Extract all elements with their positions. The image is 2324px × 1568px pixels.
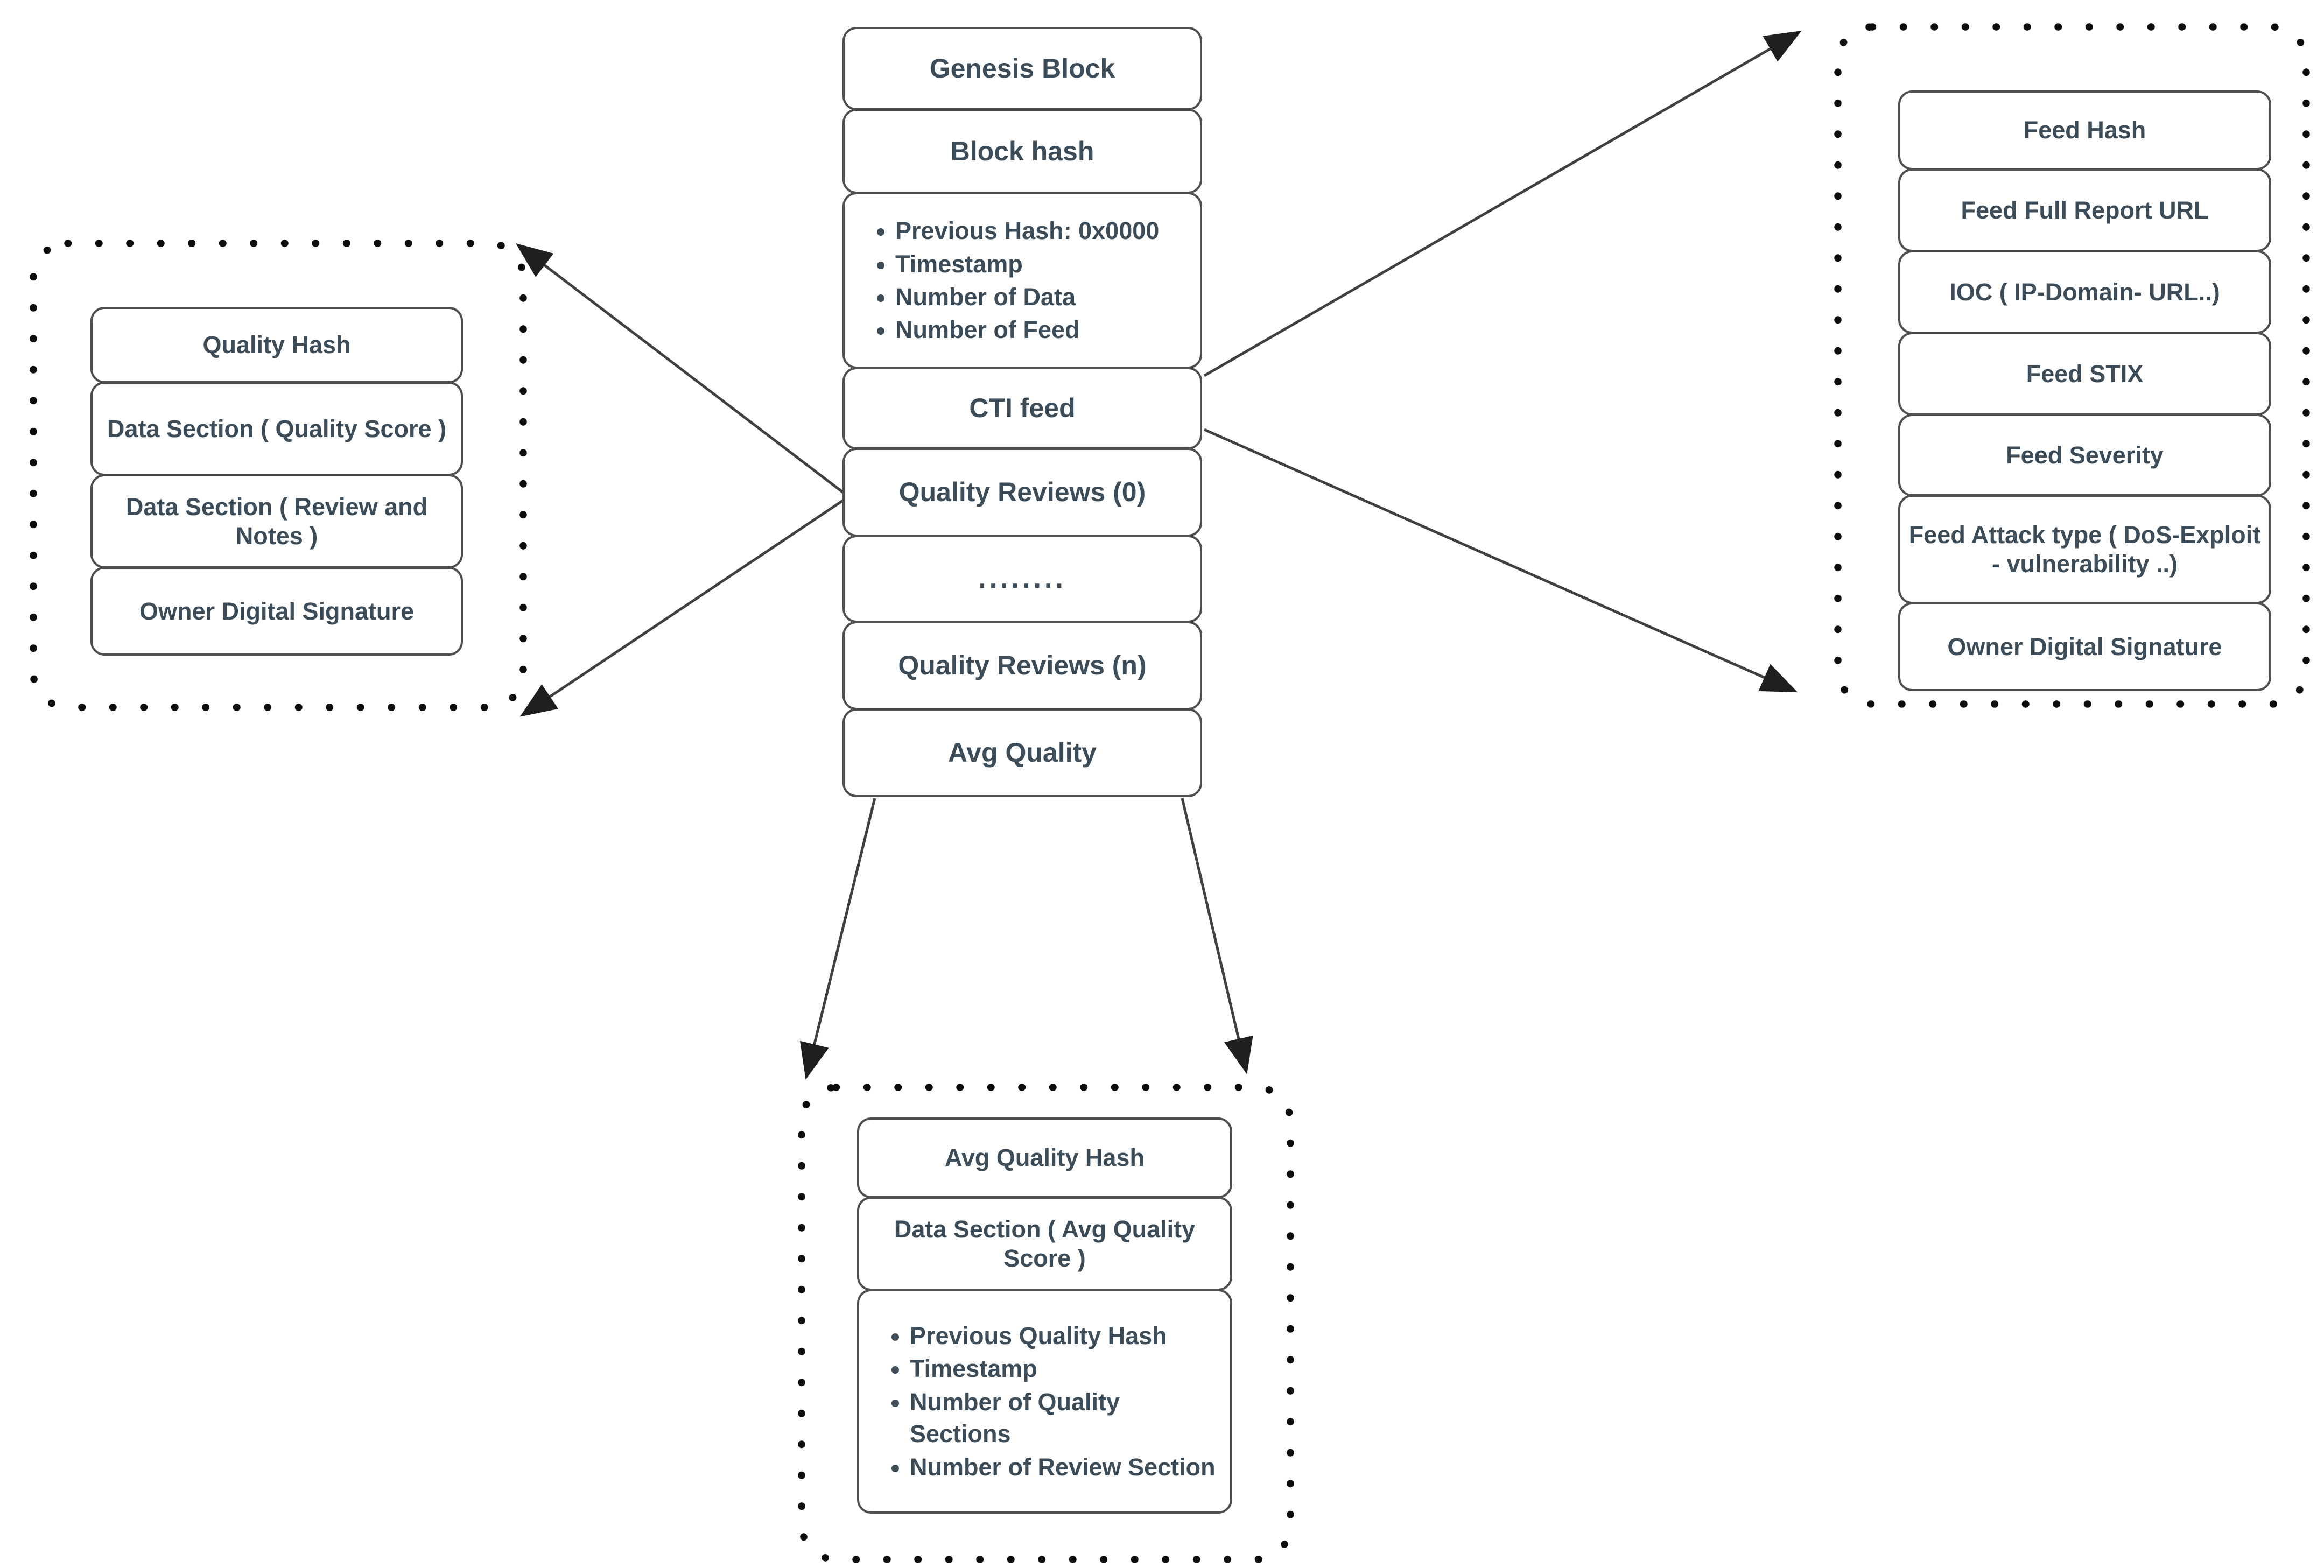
quality-reviews-n-label: Quality Reviews (n) (898, 650, 1147, 680)
avg-field-previous-quality-hash: Previous Quality Hash (910, 1320, 1227, 1352)
quality-reviews-0-label: Quality Reviews (0) (898, 477, 1146, 507)
feed-hash-label: Feed Hash (2023, 116, 2146, 144)
arrow-to-cti-feed-top (1203, 30, 1802, 377)
avg-field-number-review: Number of Review Section (910, 1451, 1227, 1483)
genesis-block-label: Genesis Block (929, 53, 1115, 83)
feed-severity-label: Feed Severity (2006, 441, 2164, 469)
quality-owner-signature-node: Owner Digital Signature (90, 567, 463, 656)
arrow-to-avg-quality-left (800, 798, 876, 1080)
arrow-to-quality-review-bottom (519, 496, 848, 717)
quality-owner-signature-label: Owner Digital Signature (139, 597, 415, 625)
ioc-label: IOC ( IP-Domain- URL..) (1949, 278, 2220, 306)
quality-hash-label: Quality Hash (202, 331, 351, 359)
data-avg-quality-score-label: Data Section ( Avg Quality Score ) (894, 1215, 1196, 1272)
header-field-timestamp: Timestamp (895, 248, 1159, 280)
arrow-to-quality-review-top (516, 243, 848, 496)
arrow-to-avg-quality-right (1181, 798, 1253, 1074)
feed-stix-node: Feed STIX (1898, 332, 2271, 416)
feed-stix-label: Feed STIX (2026, 360, 2144, 388)
feed-attack-type-label: Feed Attack type ( DoS-Exploit - vulnera… (1908, 521, 2261, 578)
ellipsis-label: ........ (978, 562, 1066, 594)
feed-severity-node: Feed Severity (1898, 414, 2271, 496)
feed-owner-signature-node: Owner Digital Signature (1898, 602, 2271, 691)
avg-quality-group-border (798, 1084, 1294, 1563)
feed-report-url-node: Feed Full Report URL (1898, 168, 2271, 252)
data-avg-quality-score-node: Data Section ( Avg Quality Score ) (857, 1197, 1232, 1291)
header-field-previous-hash: Previous Hash: 0x0000 (895, 215, 1159, 247)
cti-feed-node: CTI feed (842, 367, 1202, 449)
block-header-fields: Previous Hash: 0x0000 Timestamp Number o… (848, 214, 1159, 347)
data-quality-score-label: Data Section ( Quality Score ) (107, 414, 447, 442)
data-review-notes-node: Data Section ( Review and Notes ) (90, 474, 463, 568)
data-review-notes-label: Data Section ( Review and Notes ) (125, 493, 428, 550)
avg-field-timestamp: Timestamp (910, 1353, 1227, 1384)
quality-hash-node: Quality Hash (90, 307, 463, 383)
avg-quality-hash-label: Avg Quality Hash (945, 1144, 1145, 1172)
avg-quality-fields: Previous Quality Hash Timestamp Number o… (862, 1319, 1227, 1484)
genesis-block-node: Genesis Block (842, 27, 1202, 110)
ioc-node: IOC ( IP-Domain- URL..) (1898, 250, 2271, 334)
avg-field-number-quality: Number of Quality Sections (910, 1386, 1227, 1450)
block-hash-node: Block hash (842, 109, 1202, 194)
feed-hash-node: Feed Hash (1898, 90, 2271, 170)
quality-reviews-0-node: Quality Reviews (0) (842, 448, 1202, 537)
block-header-node: Previous Hash: 0x0000 Timestamp Number o… (842, 192, 1202, 369)
quality-reviews-n-node: Quality Reviews (n) (842, 621, 1202, 710)
cti-feed-label: CTI feed (969, 393, 1076, 423)
ellipsis-node: ........ (842, 535, 1202, 623)
feed-report-url-label: Feed Full Report URL (1961, 196, 2209, 224)
block-hash-label: Block hash (950, 136, 1094, 166)
avg-quality-node: Avg Quality (842, 708, 1202, 797)
data-quality-score-node: Data Section ( Quality Score ) (90, 382, 463, 476)
header-field-number-data: Number of Data (895, 281, 1159, 313)
avg-quality-hash-node: Avg Quality Hash (857, 1117, 1232, 1198)
avg-quality-header-node: Previous Quality Hash Timestamp Number o… (857, 1289, 1232, 1514)
feed-owner-signature-label: Owner Digital Signature (1947, 632, 2222, 660)
feed-attack-type-node: Feed Attack type ( DoS-Exploit - vulnera… (1898, 495, 2271, 604)
header-field-number-feed: Number of Feed (895, 314, 1159, 346)
arrow-to-cti-feed-bottom (1203, 428, 1798, 693)
avg-quality-label: Avg Quality (948, 737, 1097, 768)
